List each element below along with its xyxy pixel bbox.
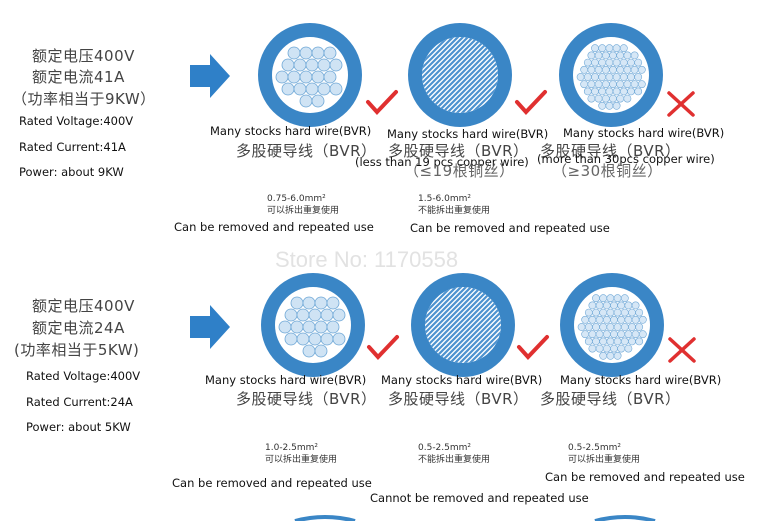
reuse-note-cn: 可以拆出重复使用 [568,455,641,465]
wire-cross-section-icon [261,273,365,377]
wire-note-cn: （≤19根铜丝） [404,162,515,180]
reuse-note-cn: 可以拆出重复使用 [265,455,338,465]
reuse-note-cn: 不能拆出重复使用 [418,455,491,465]
rated-voltage-cn: 额定电压400V [32,47,135,65]
reuse-note-en: Cannot be removed and repeated use [370,491,589,505]
wire-cross-section-icon [560,273,664,377]
power-cn: （功率相当于9KW） [12,90,156,108]
wire-cross-section-icon [258,23,362,127]
reuse-note-cn: 可以拆出重复使用 [267,206,340,216]
size-range: 0.5-2.5mm² [568,443,622,453]
wire-cross-section-icon [559,23,663,127]
size-range: 0.75-6.0mm² [267,194,326,204]
power-en: Power: about 5KW [26,420,131,434]
check-mark-icon [366,90,398,115]
arrow-right-icon [190,54,230,98]
wire-caption-en: Many stocks hard wire(BVR) [560,373,722,387]
wire-caption-cn: 多股硬导线（BVR） [540,390,681,408]
rated-current-en: Rated Current:24A [26,395,133,409]
store-watermark: Store No: 1170558 [275,247,459,272]
wire-caption-cn: 多股硬导线（BVR） [236,142,377,160]
wire-caption-en: Many stocks hard wire(BVR) [387,127,549,141]
wire-caption-en: Many stocks hard wire(BVR) [381,373,543,387]
reuse-note-en: Can be removed and repeated use [545,470,745,484]
rated-voltage-en: Rated Voltage:400V [19,114,134,128]
check-mark-icon [515,90,547,115]
wire-note-cn: （≥30根铜丝） [552,162,663,180]
size-range: 0.5-2.5mm² [418,443,472,453]
wire-caption-en: Many stocks hard wire(BVR) [210,124,372,138]
size-range: 1.5-6.0mm² [418,194,472,204]
wire-ring-partial [294,515,356,521]
rated-voltage-cn: 额定电压400V [32,297,135,315]
arrow-right-icon [190,305,230,349]
wire-caption-cn: 多股硬导线（BVR） [236,390,377,408]
check-mark-icon [517,335,549,360]
cross-mark-icon [667,91,695,117]
reuse-note-cn: 不能拆出重复使用 [418,206,491,216]
power-en: Power: about 9KW [19,165,124,179]
reuse-note-en: Can be removed and repeated use [174,220,374,234]
reuse-note-en: Can be removed and repeated use [172,476,372,490]
rated-current-cn: 额定电流24A [32,319,125,337]
wire-caption-en: Many stocks hard wire(BVR) [563,126,725,140]
check-mark-icon [367,335,399,360]
wire-cross-section-icon [411,273,515,377]
rated-current-cn: 额定电流41A [32,68,125,86]
wire-note-en: (more than 30pcs copper wire) [537,152,715,166]
wire-caption-cn: 多股硬导线（BVR） [388,142,529,160]
size-range: 1.0-2.5mm² [265,443,319,453]
reuse-note-en: Can be removed and repeated use [410,221,610,235]
wire-note-en: (less than 19 pcs copper wire) [355,155,529,169]
cross-mark-icon [668,337,696,363]
wire-caption-en: Many stocks hard wire(BVR) [205,373,367,387]
wire-caption-cn: 多股硬导线（BVR） [388,390,529,408]
rated-voltage-en: Rated Voltage:400V [26,369,141,383]
wire-caption-cn: 多股硬导线（BVR） [540,142,681,160]
wire-ring-partial [594,515,656,521]
wire-cross-section-icon [408,23,512,127]
power-cn: (功率相当于5KW) [14,341,140,359]
rated-current-en: Rated Current:41A [19,140,126,154]
